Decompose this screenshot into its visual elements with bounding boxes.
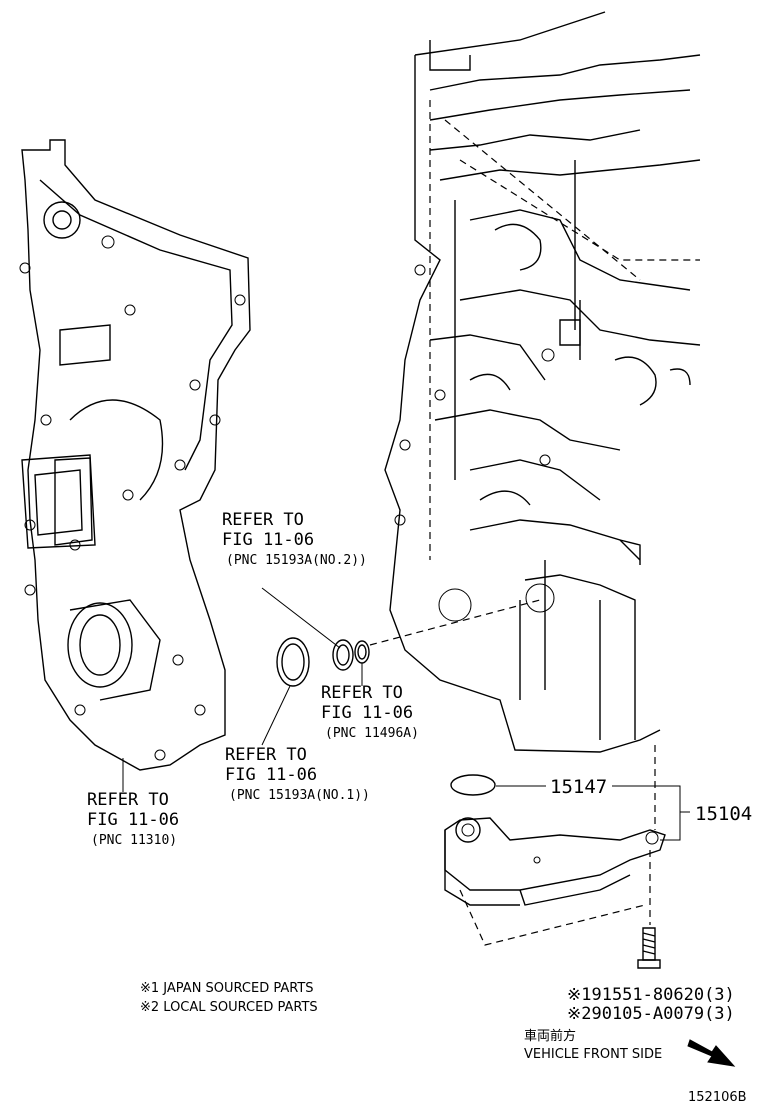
callout-line2: FIG 11-06 <box>87 810 179 830</box>
callout-line3: (PNC 15193A(NO.1)) <box>229 788 370 803</box>
callout-oil-seal-no2: REFER TO FIG 11-06 (PNC 15193A(NO.2)) <box>222 510 367 568</box>
callout-line3: (PNC 11310) <box>91 833 177 848</box>
callout-oil-seal-no1: REFER TO FIG 11-06 (PNC 15193A(NO.1)) <box>225 745 370 803</box>
part-number-gasket[interactable]: 15147 <box>550 776 607 798</box>
direction-label-japanese: 車両前方 <box>524 1028 576 1044</box>
front-direction-arrow-icon <box>687 1039 736 1067</box>
callout-line1: REFER TO <box>225 745 307 765</box>
figure-id: 152106B <box>688 1090 747 1105</box>
callout-line2: FIG 11-06 <box>321 703 413 723</box>
note-local-sourced: ※2 LOCAL SOURCED PARTS <box>140 1000 318 1015</box>
callout-line1: REFER TO <box>321 683 403 703</box>
leader-lines <box>122 587 690 841</box>
callout-line2: FIG 11-06 <box>225 765 317 785</box>
timing-chain-cover-drawing <box>19 139 251 771</box>
callout-line3: (PNC 11496A) <box>325 726 419 741</box>
callout-line2: FIG 11-06 <box>222 530 314 550</box>
oil-strainer-assembly-drawing <box>444 745 666 969</box>
callout-timing-cover: REFER TO FIG 11-06 (PNC 11310) <box>87 790 179 848</box>
engine-block-drawing <box>384 11 701 753</box>
direction-label-english: VEHICLE FRONT SIDE <box>524 1047 662 1062</box>
callout-o-ring-11496: REFER TO FIG 11-06 (PNC 11496A) <box>321 683 419 741</box>
callout-line1: REFER TO <box>222 510 304 530</box>
part-number-bolt-local[interactable]: ※290105-A0079(3) <box>567 1004 735 1024</box>
callout-line3: (PNC 15193A(NO.2)) <box>226 553 367 568</box>
seal-parts-drawing <box>276 599 541 687</box>
note-japan-sourced: ※1 JAPAN SOURCED PARTS <box>140 981 314 996</box>
part-number-bolt-japan[interactable]: ※191551-80620(3) <box>567 985 735 1005</box>
part-number-assembly[interactable]: 15104 <box>695 803 752 825</box>
callout-line1: REFER TO <box>87 790 169 810</box>
